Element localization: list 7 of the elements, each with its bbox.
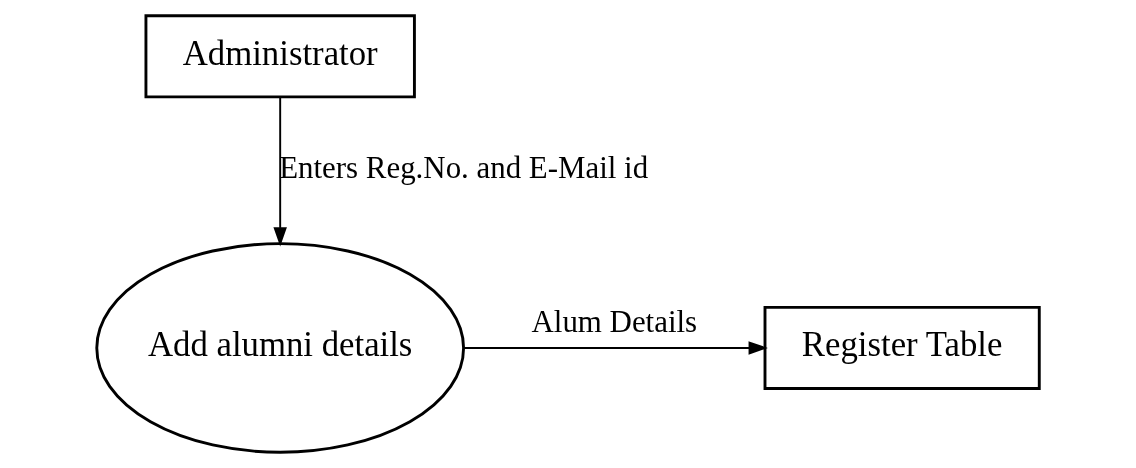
edge-label: Enters Reg.No. and E-Mail id bbox=[279, 149, 649, 185]
node-box: Administrator bbox=[144, 14, 416, 99]
arrow bbox=[273, 96, 287, 247]
node-box: Register Table bbox=[763, 305, 1041, 390]
node-ellipse: Add alumni details bbox=[95, 242, 466, 454]
arrow bbox=[463, 341, 768, 355]
edge-label: Alum Details bbox=[531, 304, 698, 340]
